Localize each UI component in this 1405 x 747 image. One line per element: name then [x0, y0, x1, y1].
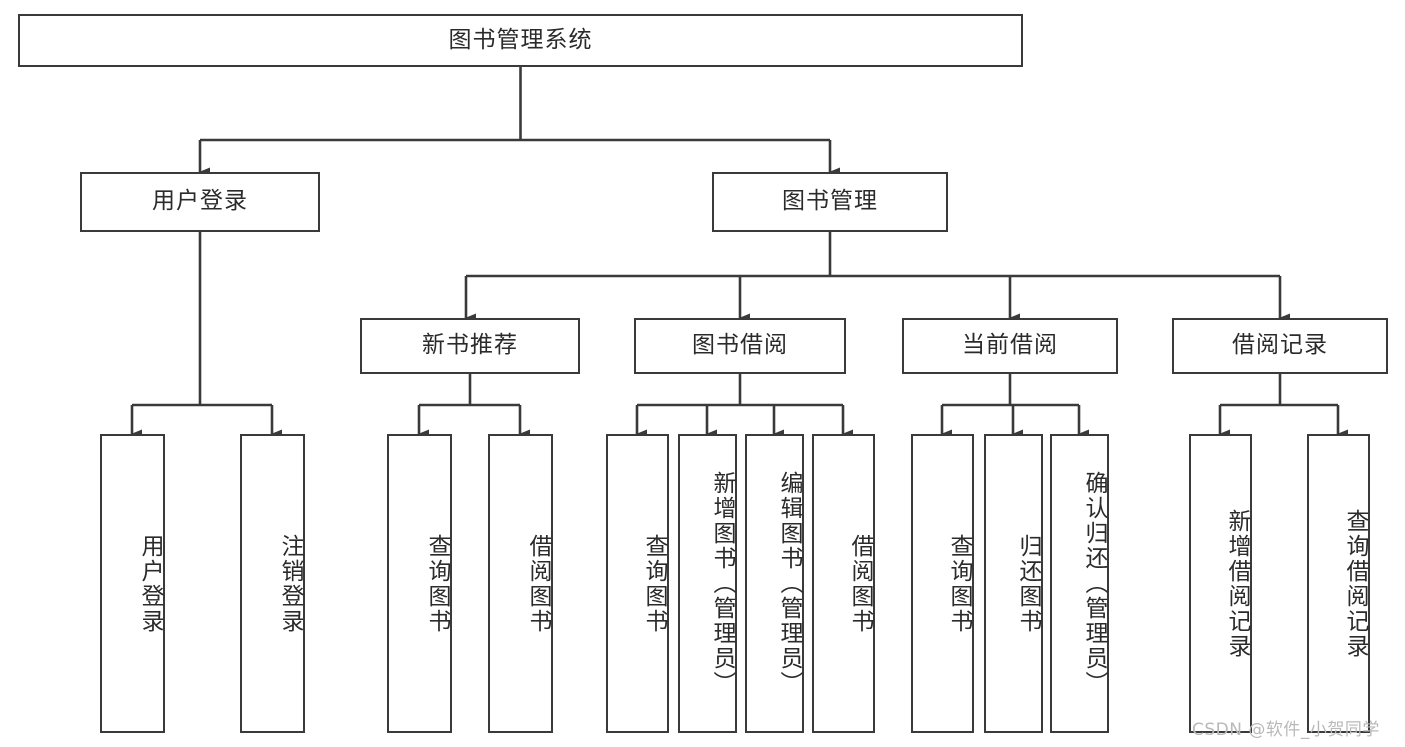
node-new-book-rec[interactable]: 新书推荐	[360, 318, 580, 374]
node-label: 查询图书	[424, 533, 450, 634]
node-leaf-add-book-admin[interactable]: 新增图书（管理员）	[678, 434, 737, 733]
node-label: 用户登录	[137, 533, 163, 634]
node-label: 注销登录	[277, 533, 303, 634]
node-label: 借阅图书	[525, 533, 551, 634]
node-label: 借阅图书	[847, 533, 873, 634]
node-leaf-confirm-return-admin[interactable]: 确认归还（管理员）	[1050, 434, 1109, 733]
node-label: 归还图书	[1015, 533, 1041, 634]
node-borrow-record[interactable]: 借阅记录	[1172, 318, 1388, 374]
node-label: 查询借阅记录	[1342, 508, 1368, 659]
node-label: 图书借阅	[692, 332, 788, 359]
node-label: 查询图书	[641, 533, 667, 634]
node-leaf-user-logout[interactable]: 注销登录	[240, 434, 305, 733]
node-book-borrow[interactable]: 图书借阅	[634, 318, 846, 374]
node-user-login[interactable]: 用户登录	[80, 172, 320, 232]
watermark-text: CSDN @软件_小贺同学	[1192, 720, 1380, 740]
node-label: 查询图书	[946, 533, 972, 634]
node-label: 新书推荐	[422, 332, 518, 359]
node-label: 图书管理系统	[448, 26, 593, 53]
node-leaf-query-borrow-record[interactable]: 查询借阅记录	[1307, 434, 1370, 733]
node-leaf-add-borrow-record[interactable]: 新增借阅记录	[1189, 434, 1252, 733]
node-label: 图书管理	[782, 188, 878, 215]
node-leaf-query-book-3[interactable]: 查询图书	[911, 434, 974, 733]
edge-layer	[130, 67, 1348, 439]
node-label: 借阅记录	[1232, 332, 1328, 359]
node-label: 确认归还（管理员）	[1081, 471, 1107, 696]
node-label: 新增图书（管理员）	[709, 471, 735, 696]
node-current-borrow[interactable]: 当前借阅	[902, 318, 1118, 374]
node-leaf-borrow-book-2[interactable]: 借阅图书	[812, 434, 875, 733]
node-leaf-edit-book-admin[interactable]: 编辑图书（管理员）	[745, 434, 804, 733]
node-label: 当前借阅	[962, 332, 1058, 359]
node-label: 编辑图书（管理员）	[776, 471, 802, 696]
node-root[interactable]: 图书管理系统	[18, 14, 1023, 67]
node-leaf-borrow-book-1[interactable]: 借阅图书	[488, 434, 553, 733]
node-leaf-query-book-2[interactable]: 查询图书	[606, 434, 669, 733]
node-leaf-query-book-1[interactable]: 查询图书	[387, 434, 452, 733]
node-book-mgmt[interactable]: 图书管理	[712, 172, 948, 232]
node-leaf-return-book[interactable]: 归还图书	[984, 434, 1043, 733]
node-label: 用户登录	[152, 188, 248, 215]
node-label: 新增借阅记录	[1224, 508, 1250, 659]
node-leaf-user-login[interactable]: 用户登录	[100, 434, 165, 733]
